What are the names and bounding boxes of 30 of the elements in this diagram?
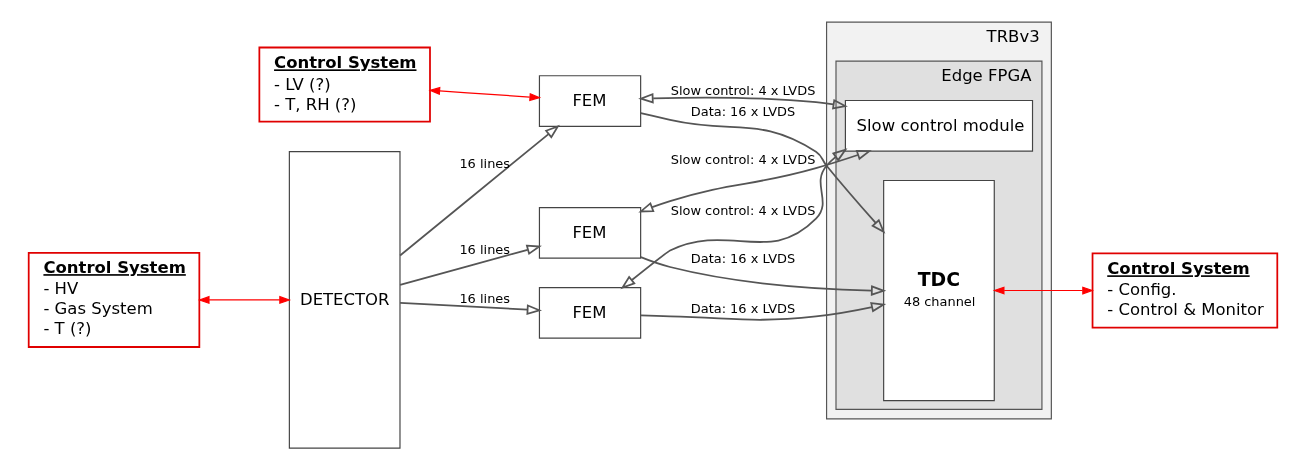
arrow [427, 86, 541, 102]
node-box: FEM [538, 287, 641, 339]
node-box: TDC 48 channel [882, 179, 995, 402]
arrow [992, 286, 1094, 295]
arrow [398, 301, 542, 315]
arrow [197, 295, 291, 305]
edge-label: Data: 16 x LVDS [690, 104, 795, 120]
arrow [637, 92, 848, 110]
arrow [639, 302, 886, 321]
arrow [398, 124, 560, 257]
edge-label: 16 lines [458, 155, 510, 171]
edge-label: 16 lines [458, 291, 510, 307]
node-box: FEM [538, 75, 641, 127]
arrow [639, 112, 885, 234]
node-box: Control System - LV (?) - T, RH (?) [257, 46, 431, 123]
node-box: Control System - HV - Gas System - T (?) [27, 251, 200, 348]
arrow [398, 244, 542, 286]
node-box: Slow control module [844, 99, 1033, 152]
arrow [637, 150, 872, 213]
arrow [639, 256, 886, 296]
node-box: DETECTOR [288, 151, 401, 449]
edge-label: Slow control: 4 x LVDS [670, 152, 815, 168]
node-box: FEM [538, 206, 641, 259]
edge-label: Slow control: 4 x LVDS [670, 82, 815, 98]
arrow [619, 148, 847, 290]
edge-label: Data: 16 x LVDS [690, 300, 795, 316]
edge-label: Slow control: 4 x LVDS [670, 202, 815, 218]
edge-label: Data: 16 x LVDS [690, 251, 795, 267]
edge-label: 16 lines [458, 241, 510, 257]
node-box: Control System - Config. - Control & Monitor [1091, 252, 1278, 329]
